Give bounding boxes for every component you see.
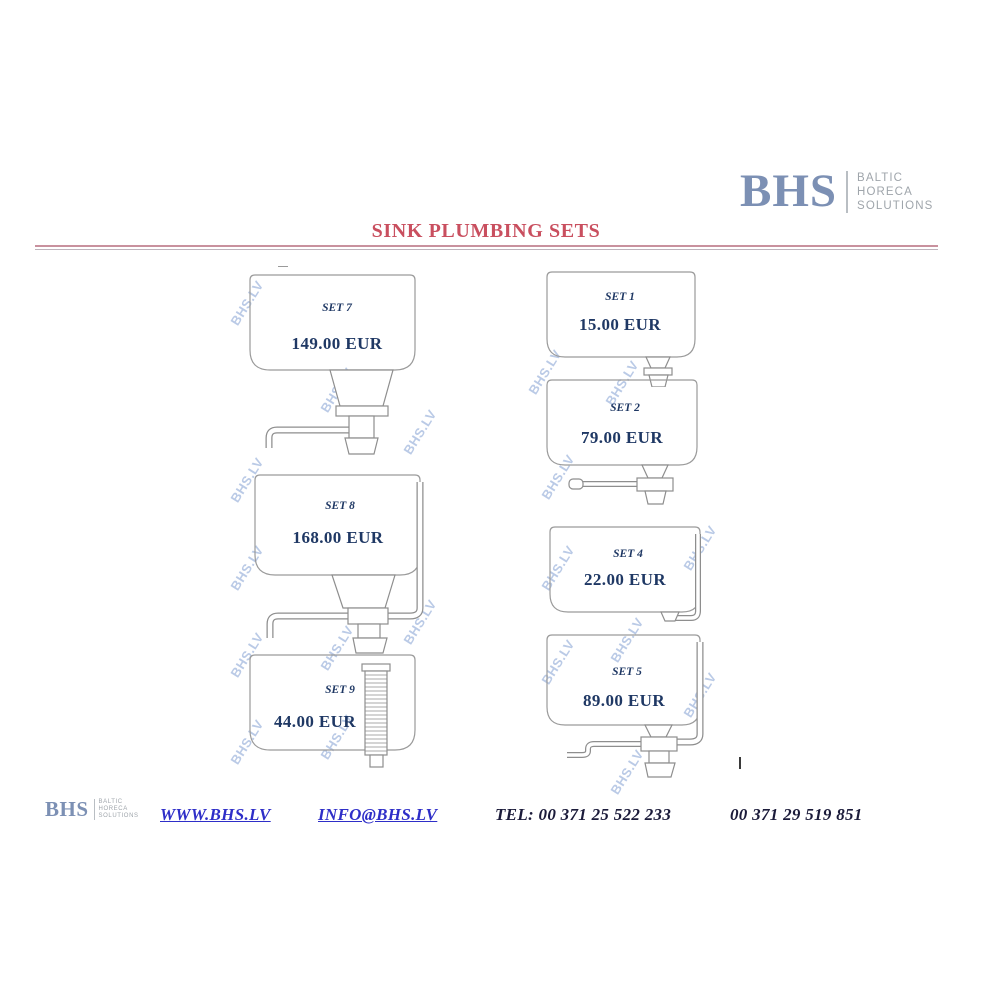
product-set-label: SET 4 <box>613 548 643 560</box>
product-set-7: SET 7 149.00 EUR <box>245 270 435 470</box>
product-price: 89.00 EUR <box>583 691 665 710</box>
product-price: 168.00 EUR <box>292 528 384 547</box>
sink-diagram-set-5 <box>546 634 704 778</box>
bhs-logo-footer: BHS BALTIC HORECA SOLUTIONS <box>45 799 139 820</box>
sink-diagram-set-8 <box>254 474 424 654</box>
product-set-1: SET 1 15.00 EUR <box>542 267 702 387</box>
product-set-9: SET 9 44.00 EUR <box>245 650 435 785</box>
product-set-8: SET 8 168.00 EUR <box>250 470 440 670</box>
sink-diagram-set-7 <box>249 274 416 455</box>
logo-tagline-line1: BALTIC <box>98 799 123 805</box>
product-set-label: SET 1 <box>605 291 635 303</box>
logo-tagline-line3: SOLUTIONS <box>857 199 934 212</box>
bhs-logo-text: BHS <box>45 797 89 821</box>
product-set-label: SET 8 <box>325 500 355 512</box>
product-price: 79.00 EUR <box>581 428 663 447</box>
product-price: 44.00 EUR <box>274 712 356 731</box>
sink-diagram-set-9 <box>249 654 416 768</box>
product-price: 15.00 EUR <box>579 315 661 334</box>
stray-dash-mark <box>278 266 288 267</box>
bhs-logo-header: BHS BALTIC HORECA SOLUTIONS <box>740 168 933 215</box>
page-title: SINK PLUMBING SETS <box>371 220 601 242</box>
logo-tagline-line2: HORECA <box>98 806 128 812</box>
product-price: 22.00 EUR <box>584 570 666 589</box>
sink-diagram-set-1 <box>546 271 696 387</box>
title-divider <box>35 245 938 250</box>
phone-number-2: 00 371 29 519 851 <box>730 805 863 824</box>
product-set-label: SET 7 <box>322 302 352 314</box>
product-price: 149.00 EUR <box>291 334 383 353</box>
product-set-5: SET 5 89.00 EUR <box>542 632 714 782</box>
sink-diagram-set-2 <box>546 379 698 505</box>
email-link[interactable]: INFO@BHS.LV <box>318 805 438 824</box>
website-link[interactable]: WWW.BHS.LV <box>160 805 271 824</box>
product-set-4: SET 4 22.00 EUR <box>545 522 710 634</box>
product-set-label: SET 2 <box>610 402 640 414</box>
stray-tick-mark <box>739 757 741 769</box>
logo-tagline-line3: SOLUTIONS <box>98 813 139 819</box>
phone-number-1: TEL: 00 371 25 522 233 <box>495 805 672 824</box>
product-set-label: SET 9 <box>325 684 355 696</box>
logo-tagline-line1: BALTIC <box>857 171 904 184</box>
product-set-2: SET 2 79.00 EUR <box>542 377 710 509</box>
logo-tagline-line2: HORECA <box>857 185 913 198</box>
bhs-logo-tagline: BALTIC HORECA SOLUTIONS <box>93 799 139 820</box>
bhs-logo-tagline: BALTIC HORECA SOLUTIONS <box>846 170 934 213</box>
sink-diagram-set-4 <box>549 526 701 622</box>
bhs-logo-text: BHS <box>740 165 838 217</box>
product-set-label: SET 5 <box>612 666 642 678</box>
